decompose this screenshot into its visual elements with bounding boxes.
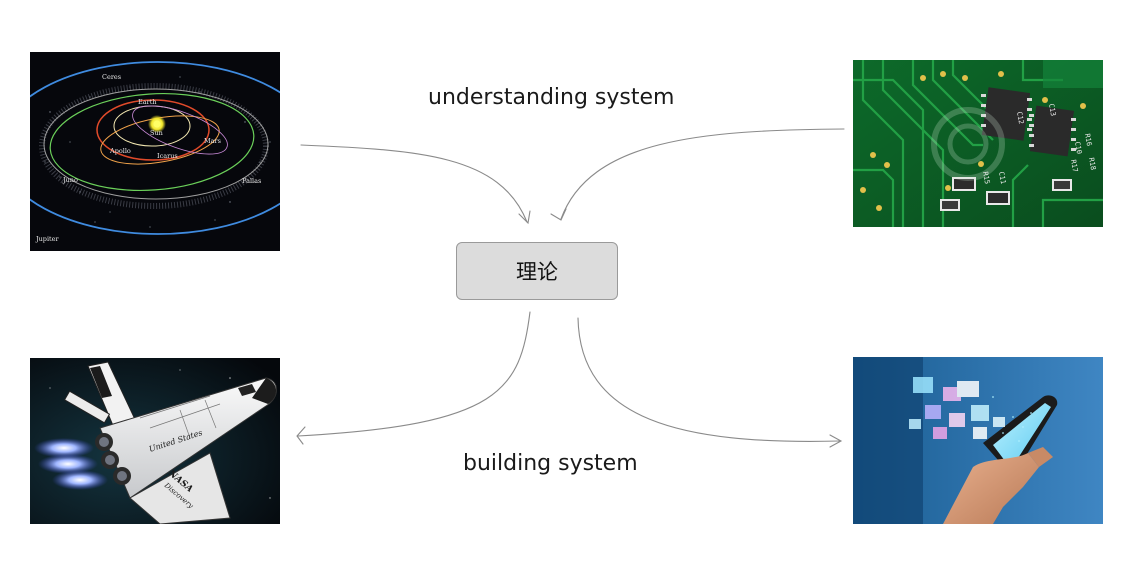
planet-label: Apollo — [109, 147, 131, 155]
theory-node-text: 理论 — [516, 260, 558, 284]
planet-label: Earth — [138, 98, 157, 106]
planet-label: Mars — [204, 137, 221, 145]
solar-system-image: Ceres Earth Sun Mars Apollo Icarus Juno … — [30, 52, 280, 251]
arrow-theory-to-shuttle — [297, 311, 531, 437]
planet-label: Pallas — [242, 177, 261, 185]
planet-label: Jupiter — [35, 235, 59, 243]
pcb-marking: R18 — [1087, 157, 1097, 171]
planet-label: Sun — [150, 129, 163, 137]
building-system-label: building system — [463, 451, 638, 476]
space-shuttle-image: United States NASA Discovery — [30, 358, 280, 524]
pcb-marking: C12 — [1015, 111, 1025, 125]
arrowhead-solar-to-theory — [518, 210, 531, 225]
pcb-marking: C10 — [1073, 141, 1083, 155]
arrowhead-theory-to-shuttle — [296, 426, 306, 445]
pcb-marking: R16 — [1083, 133, 1093, 147]
pcb-marking: C13 — [1047, 103, 1057, 117]
understanding-system-label: understanding system — [428, 85, 675, 110]
arrow-theory-to-phone — [577, 317, 841, 442]
smartphone-image — [853, 357, 1103, 524]
pcb-marking: R15 — [981, 171, 991, 185]
arrowhead-theory-to-phone — [829, 434, 843, 448]
planet-label: Icarus — [157, 152, 178, 160]
pcb-marking: R17 — [1069, 159, 1079, 173]
arrow-circuit-to-theory — [560, 128, 845, 220]
theory-node: 理论 — [456, 242, 618, 300]
arrow-solar-to-theory — [300, 144, 528, 223]
circuit-board-image: C12 C13 C10 R16 R17 R18 C11 R15 — [853, 60, 1103, 227]
planet-label: Ceres — [102, 73, 121, 81]
pcb-marking: C11 — [997, 171, 1007, 185]
planet-label: Juno — [62, 176, 78, 184]
arrowhead-circuit-to-theory — [550, 208, 567, 221]
